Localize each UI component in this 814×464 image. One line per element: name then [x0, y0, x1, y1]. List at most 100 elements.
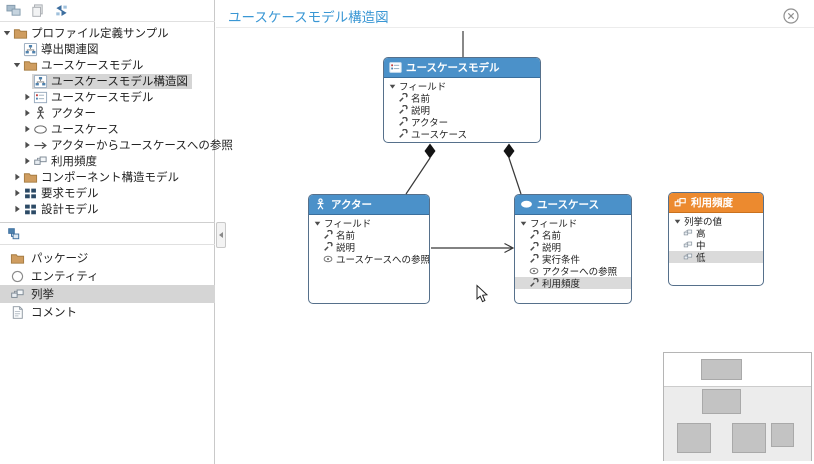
tree-item-actor-to-usecase-ref[interactable]: アクターからユースケースへの参照	[0, 137, 233, 153]
reference-arrow-actor-to-usecase[interactable]	[431, 242, 515, 254]
field-group-row[interactable]: フィールド	[309, 217, 429, 230]
folder-icon	[23, 170, 38, 185]
structure-view-button[interactable]	[6, 226, 23, 243]
palette-item-package[interactable]: パッケージ	[0, 249, 215, 267]
tree-item-design-model[interactable]: 設計モデル	[0, 201, 215, 217]
minimap-node	[771, 423, 794, 447]
palette-item-label: エンティティ	[31, 271, 99, 283]
value-row[interactable]: 高	[669, 227, 763, 240]
copy-button[interactable]	[29, 2, 46, 19]
value-group-row[interactable]: 列挙の値	[669, 215, 763, 228]
minimap-area	[664, 387, 811, 461]
tree-item-usage-frequency[interactable]: 利用頻度	[0, 153, 215, 169]
tree-item-label: 導出関連図	[41, 44, 99, 56]
field-group-row[interactable]: フィールド	[384, 80, 540, 93]
node-title: 利用頻度	[691, 197, 733, 209]
diagram-overview-minimap[interactable]	[663, 352, 812, 461]
expander-open-icon	[314, 220, 321, 227]
enum-value-icon	[683, 228, 693, 238]
tree-item-derived-diagram[interactable]: 導出関連図	[0, 41, 215, 57]
tree-item-label: コンポーネント構造モデル	[41, 172, 179, 184]
expander-closed-icon[interactable]	[22, 141, 32, 149]
field-row[interactable]: ユースケース	[384, 128, 540, 141]
diagram-icon	[33, 74, 48, 89]
field-row-highlighted[interactable]: 利用頻度	[515, 277, 631, 290]
tree-item-label: ユースケースモデル構造図	[51, 76, 188, 88]
field-row[interactable]: アクター	[384, 116, 540, 129]
expander-closed-icon[interactable]	[22, 125, 32, 133]
close-diagram-button[interactable]	[782, 7, 800, 25]
node-usage-frequency[interactable]: 利用頻度 列挙の値 高 中 低	[668, 192, 764, 286]
enum-value-icon	[683, 240, 693, 250]
tile-windows-button[interactable]	[5, 2, 22, 19]
element-palette: パッケージ エンティティ 列挙 コメント	[0, 249, 215, 321]
value-row[interactable]: 中	[669, 239, 763, 252]
field-row[interactable]: 名前	[384, 92, 540, 105]
field-row[interactable]: アクターへの参照	[515, 265, 631, 278]
field-group-row[interactable]: フィールド	[515, 217, 631, 230]
node-title: アクター	[331, 199, 373, 211]
tree-item-actor[interactable]: アクター	[0, 105, 215, 121]
palette-item-entity[interactable]: エンティティ	[0, 267, 215, 285]
enum-icon	[10, 287, 25, 302]
minimap-node	[702, 389, 741, 414]
field-label: 説明	[542, 243, 562, 254]
field-label: 利用頻度	[542, 279, 581, 290]
palette-item-label: コメント	[31, 307, 77, 319]
node-header[interactable]: 利用頻度	[669, 193, 763, 213]
tree-item-usecase-model[interactable]: ユースケースモデル	[0, 89, 215, 105]
field-label: 名前	[411, 94, 431, 105]
expander-open-icon[interactable]	[12, 61, 22, 69]
field-row[interactable]: 説明	[384, 104, 540, 117]
expander-closed-icon[interactable]	[22, 157, 32, 165]
value-label: 高	[696, 229, 706, 240]
close-icon	[782, 7, 800, 25]
expander-closed-icon[interactable]	[12, 189, 22, 197]
expander-closed-icon[interactable]	[22, 109, 32, 117]
tree-item-usecase-structure-diagram[interactable]: ユースケースモデル構造図	[0, 73, 215, 89]
composition-edge-actor[interactable]	[405, 143, 436, 195]
sync-icon	[54, 3, 69, 18]
node-usecase[interactable]: ユースケース フィールド 名前 説明 実行条件 アクターへの参照 利用頻度	[514, 194, 632, 304]
windows-icon	[6, 3, 21, 18]
field-row[interactable]: 説明	[515, 241, 631, 254]
tree-item-label: ユースケースモデル	[51, 92, 154, 104]
tree-item-component-structure-model[interactable]: コンポーネント構造モデル	[0, 169, 215, 185]
palette-item-label: 列挙	[31, 289, 54, 301]
node-usecase-model[interactable]: ユースケースモデル フィールド 名前 説明 アクター ユースケース	[383, 57, 541, 143]
tree-item-usecase[interactable]: ユースケース	[0, 121, 215, 137]
palette-item-enum[interactable]: 列挙	[0, 285, 215, 303]
field-row[interactable]: 名前	[515, 229, 631, 242]
expander-open-icon[interactable]	[2, 29, 12, 37]
usecase-icon	[520, 198, 533, 211]
node-header[interactable]: アクター	[309, 195, 429, 215]
palette-item-comment[interactable]: コメント	[0, 303, 215, 321]
tree-item-profile-sample[interactable]: プロファイル定義サンプル	[0, 25, 215, 41]
sidebar-collapse-handle[interactable]	[216, 222, 226, 248]
expander-open-icon	[520, 220, 527, 227]
value-row-highlighted[interactable]: 低	[669, 251, 763, 264]
expander-closed-icon[interactable]	[12, 173, 22, 181]
node-actor[interactable]: アクター フィールド 名前 説明 ユースケースへの参照	[308, 194, 430, 304]
field-row[interactable]: 名前	[309, 229, 429, 242]
wrench-icon	[323, 230, 333, 240]
expander-closed-icon[interactable]	[22, 93, 32, 101]
sync-button[interactable]	[53, 2, 70, 19]
tree-item-requirement-model[interactable]: 要求モデル	[0, 185, 215, 201]
expander-closed-icon[interactable]	[12, 205, 22, 213]
field-row[interactable]: ユースケースへの参照	[309, 253, 429, 266]
field-label: 名前	[542, 231, 562, 242]
field-label: 説明	[336, 243, 356, 254]
node-body: 列挙の値 高 中 低	[669, 213, 763, 264]
field-row[interactable]: 説明	[309, 241, 429, 254]
usecase-icon	[33, 122, 48, 137]
tree-item-usecase-model-folder[interactable]: ユースケースモデル	[0, 57, 215, 73]
node-header[interactable]: ユースケースモデル	[384, 58, 540, 78]
field-row[interactable]: 実行条件	[515, 253, 631, 266]
composition-edge-usecase[interactable]	[503, 143, 522, 195]
tree-item-label: 要求モデル	[41, 188, 99, 200]
minimap-viewport-strip	[664, 353, 811, 387]
actor-icon	[314, 198, 327, 211]
node-header[interactable]: ユースケース	[515, 195, 631, 215]
